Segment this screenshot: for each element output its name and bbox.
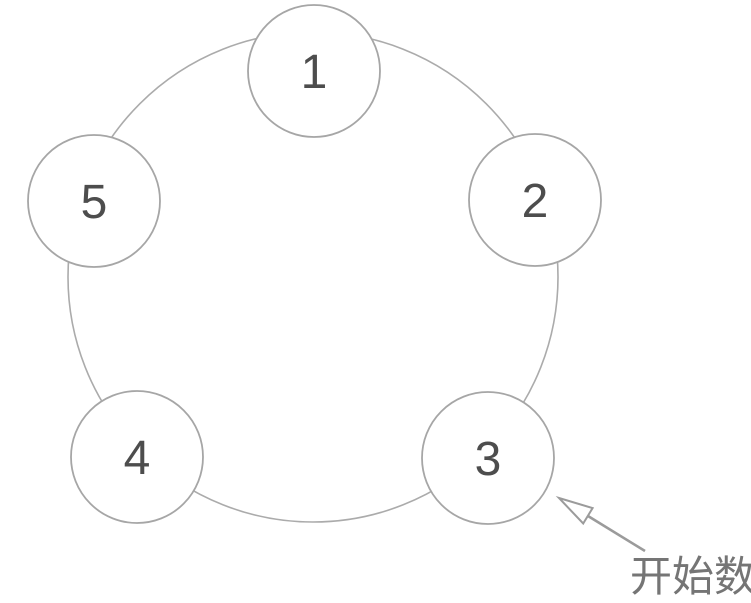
node-5-label: 5 bbox=[81, 176, 108, 229]
node-4-label: 4 bbox=[124, 432, 151, 485]
start-arrow bbox=[555, 495, 646, 553]
start-annotation-label: 开始数 bbox=[630, 553, 751, 600]
node-3: 3 bbox=[421, 391, 555, 525]
node-3-circle bbox=[421, 391, 555, 525]
start-arrow-shaft bbox=[587, 514, 646, 553]
node-5: 5 bbox=[27, 134, 161, 268]
node-1: 1 bbox=[247, 4, 381, 138]
node-1-label: 1 bbox=[301, 46, 328, 99]
node-2-circle bbox=[468, 133, 602, 267]
node-5-circle bbox=[27, 134, 161, 268]
node-4: 4 bbox=[70, 390, 204, 524]
node-3-label: 3 bbox=[475, 433, 502, 486]
node-1-circle bbox=[247, 4, 381, 138]
node-4-circle bbox=[70, 390, 204, 524]
node-2-label: 2 bbox=[522, 175, 549, 228]
start-arrowhead-icon bbox=[555, 495, 595, 526]
node-2: 2 bbox=[468, 133, 602, 267]
